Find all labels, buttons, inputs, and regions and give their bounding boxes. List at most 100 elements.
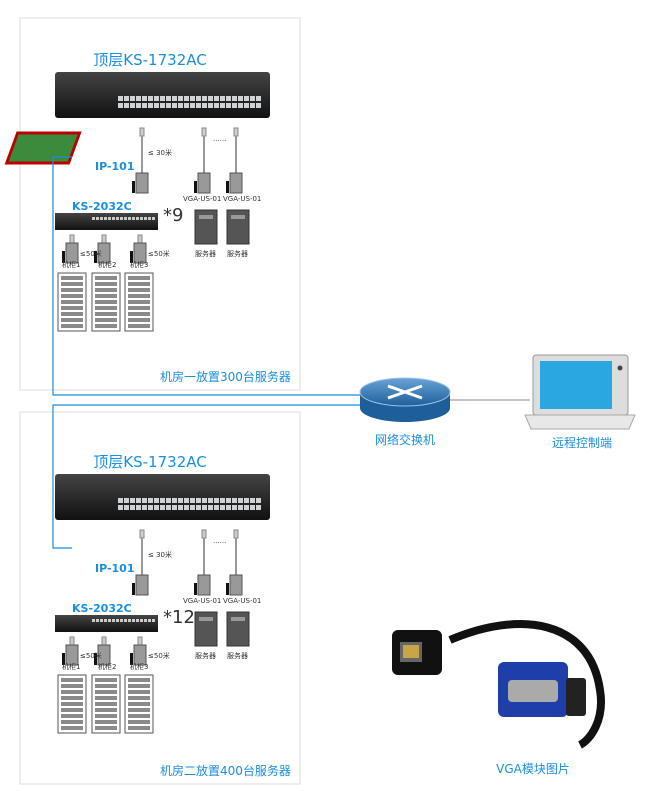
server-label: 服务器 xyxy=(195,652,216,660)
port xyxy=(196,498,201,503)
rj45-icon xyxy=(69,234,75,244)
port xyxy=(112,619,115,622)
port xyxy=(226,103,231,108)
rack-unit xyxy=(128,684,150,688)
rack-unit xyxy=(95,678,117,682)
port xyxy=(116,619,119,622)
vga-adapter-icon xyxy=(229,574,243,596)
port xyxy=(100,619,103,622)
ip-module-label: IP-101 xyxy=(95,160,135,173)
rack-unit xyxy=(61,684,83,688)
port xyxy=(256,103,261,108)
port xyxy=(136,505,141,510)
port xyxy=(132,217,135,220)
port xyxy=(160,505,165,510)
port xyxy=(172,498,177,503)
rack-unit xyxy=(128,312,150,316)
port xyxy=(208,103,213,108)
drive xyxy=(199,215,213,219)
rack-unit xyxy=(61,312,83,316)
vga-module-image xyxy=(392,620,605,749)
port xyxy=(214,96,219,101)
rack-unit xyxy=(95,726,117,730)
port xyxy=(136,103,141,108)
port xyxy=(140,619,143,622)
port xyxy=(256,505,261,510)
rack-unit xyxy=(128,288,150,292)
plug-icon xyxy=(194,583,197,595)
rj45-icon xyxy=(101,636,107,646)
plug-icon xyxy=(226,181,229,193)
port xyxy=(244,103,249,108)
rack-unit xyxy=(95,276,117,280)
port xyxy=(136,96,141,101)
port xyxy=(130,498,135,503)
port xyxy=(184,505,189,510)
rj45-icon xyxy=(201,127,207,137)
port xyxy=(238,498,243,503)
plug-icon xyxy=(132,583,135,595)
port xyxy=(92,619,95,622)
port xyxy=(238,96,243,101)
remote-console-label: 远程控制端 xyxy=(551,436,613,450)
plug-icon xyxy=(130,653,133,665)
port xyxy=(220,498,225,503)
port xyxy=(130,96,135,101)
port xyxy=(108,619,111,622)
rack-unit xyxy=(128,678,150,682)
port xyxy=(184,103,189,108)
port xyxy=(124,498,129,503)
port xyxy=(178,505,183,510)
rack-unit xyxy=(95,684,117,688)
rack-unit xyxy=(61,714,83,718)
rack-unit xyxy=(95,696,117,700)
distance-label: ≤ 30米 xyxy=(148,551,172,559)
cabinet-label: 机柜2 xyxy=(98,663,117,671)
port xyxy=(136,217,139,220)
rj45-icon xyxy=(137,636,143,646)
port xyxy=(148,505,153,510)
port xyxy=(96,619,99,622)
rack-unit xyxy=(128,306,150,310)
rack-unit xyxy=(61,294,83,298)
plug-icon xyxy=(94,653,97,665)
port xyxy=(118,505,123,510)
port xyxy=(232,498,237,503)
port xyxy=(124,103,129,108)
plug-icon xyxy=(130,251,133,263)
port xyxy=(172,96,177,101)
port xyxy=(250,96,255,101)
rack-unit xyxy=(128,300,150,304)
ip-101-card xyxy=(4,131,82,165)
vga-module-label: VGA-US-01 xyxy=(223,195,262,203)
port xyxy=(232,103,237,108)
vga-adapter-icon xyxy=(97,644,111,666)
port xyxy=(108,217,111,220)
vga-adapter-icon xyxy=(133,242,147,264)
laptop-icon xyxy=(524,354,636,430)
port xyxy=(196,505,201,510)
kvm-multiplier: *12 xyxy=(163,607,195,628)
port xyxy=(214,505,219,510)
port xyxy=(172,505,177,510)
vga-adapter-icon xyxy=(197,574,211,596)
port xyxy=(152,619,155,622)
rack-unit xyxy=(95,300,117,304)
port xyxy=(124,505,129,510)
rack-unit xyxy=(128,726,150,730)
vga-module-label: VGA-US-01 xyxy=(183,195,222,203)
room-caption: 机房一放置300台服务器 xyxy=(160,370,291,384)
port xyxy=(120,217,123,220)
port xyxy=(154,498,159,503)
port xyxy=(208,505,213,510)
port xyxy=(202,498,207,503)
port xyxy=(142,103,147,108)
port xyxy=(232,96,237,101)
port xyxy=(214,498,219,503)
vga-adapter-icon xyxy=(135,574,149,596)
server-label: 服务器 xyxy=(195,250,216,258)
port xyxy=(256,498,261,503)
port xyxy=(190,498,195,503)
port xyxy=(220,103,225,108)
